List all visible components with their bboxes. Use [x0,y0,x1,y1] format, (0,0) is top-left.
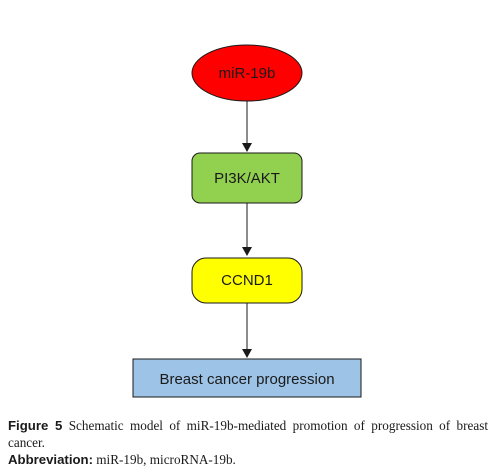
figure-label: Figure 5 [8,418,63,433]
mir-19b-node: miR-19b [191,44,303,102]
breast-cancer-progression-label: Breast cancer progression [159,371,334,388]
figure-caption-line: Figure 5 Schematic model of miR-19b-medi… [8,417,488,451]
ccnd1-label: CCND1 [221,272,273,289]
abbreviation-label: Abbreviation: [8,452,93,467]
pi3k-akt-node: PI3K/AKT [191,152,303,204]
breast-cancer-progression-node: Breast cancer progression [132,358,362,398]
figure-caption-text: Schematic model of miR-19b-mediated prom… [8,418,488,450]
mir-19b-label: miR-19b [219,65,276,82]
figure-caption: Figure 5 Schematic model of miR-19b-medi… [8,417,488,468]
ccnd1-node: CCND1 [191,257,303,304]
abbreviation-text: miR-19b, microRNA-19b. [96,452,236,467]
breast-cancer-progression-box [132,358,362,398]
flow-diagram: miR-19b PI3K/AKT CCND1 Breast cancer pro… [132,44,362,398]
abbreviation-line: Abbreviation: miR-19b, microRNA-19b. [8,451,488,468]
pi3k-akt-label: PI3K/AKT [214,170,280,187]
